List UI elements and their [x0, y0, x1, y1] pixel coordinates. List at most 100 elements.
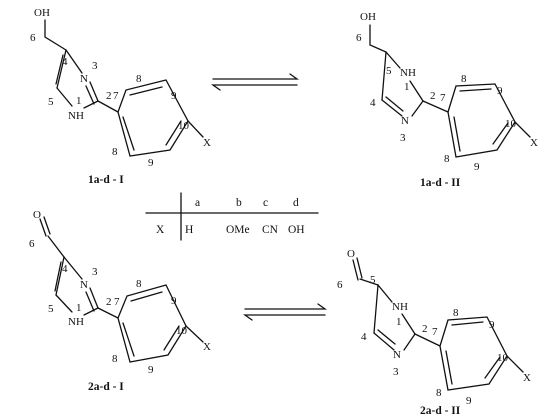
- substituent-label: X: [203, 341, 211, 353]
- bond-n3-c2: [411, 100, 424, 117]
- locant: 2: [430, 90, 436, 102]
- imine-nitrogen-label: N: [401, 115, 409, 127]
- locant: 10: [505, 118, 517, 130]
- phenyl-double-bonds: [445, 321, 501, 385]
- reverse-arrow: [242, 314, 326, 321]
- locant: 8: [136, 73, 142, 85]
- forward-arrow: [244, 303, 328, 310]
- bond-c4-n3: [381, 99, 403, 117]
- locant: 7: [440, 92, 446, 104]
- locant: 2: [106, 90, 112, 102]
- amine-nitrogen-label: NH: [400, 67, 416, 79]
- bond-c4-n3: [65, 49, 83, 74]
- bond-c5-c4: [373, 284, 379, 334]
- bond-c10-x: [506, 355, 524, 373]
- compound-1-tautomer-2: OH NH N X 6 5 1 2 4 3 7 8 9 10 8 9 1a-d …: [356, 11, 538, 189]
- locant: 8: [112, 353, 118, 365]
- table-value-c: CN: [262, 224, 279, 236]
- amine-nitrogen-label: NH: [68, 110, 84, 122]
- bond-n3-c2: [89, 81, 99, 102]
- imine-nitrogen-label: N: [80, 279, 88, 291]
- substituent-label: X: [203, 137, 211, 149]
- locant: 6: [30, 32, 36, 44]
- phenyl-double-bonds: [122, 86, 182, 151]
- table-value-a: H: [185, 224, 193, 236]
- locant: 3: [400, 132, 406, 144]
- hydroxymethyl-bonds: [44, 19, 67, 51]
- locant: 8: [112, 146, 118, 158]
- hydroxyl-label: OH: [360, 11, 376, 23]
- bond-c2-c7: [422, 100, 449, 113]
- bond-n1-c2: [409, 80, 424, 102]
- compound-2-tautomer-1: O N NH X 6 4 3 5 2 1 7 8 9 10 8 9 2a-d -…: [29, 209, 211, 393]
- compound-2-tautomer-2: O NH N X 6 5 1 2 4 3 7 8 9 10 8 9 2a-d -…: [337, 248, 531, 417]
- bond-c6-c4: [47, 235, 65, 258]
- bond-c2-c7: [97, 100, 119, 113]
- locant: 7: [432, 326, 438, 338]
- locant: 10: [178, 120, 190, 132]
- phenyl-ring: [117, 79, 189, 157]
- bond-c4-n3: [63, 256, 83, 280]
- locant: 8: [136, 278, 142, 290]
- substituent-table: a b c d X H OMe CN OH: [145, 192, 319, 241]
- aldehyde-co: [43, 216, 51, 235]
- table-row-label: X: [156, 224, 165, 236]
- locant: 5: [48, 303, 54, 315]
- bond-c4-c5-double: [54, 261, 62, 292]
- locant: 9: [171, 295, 177, 307]
- bond-c4-n3-double: [377, 329, 396, 345]
- bond-c4-c5: [55, 256, 65, 296]
- bond-n3-c2: [403, 333, 416, 351]
- locant: 4: [62, 56, 68, 68]
- phenyl-double-bonds: [453, 88, 509, 152]
- locant: 8: [444, 153, 450, 165]
- substituent-label: X: [530, 137, 538, 149]
- locant: 10: [176, 325, 188, 337]
- locant: 9: [466, 395, 472, 407]
- substituent-label: X: [523, 372, 531, 384]
- bond-c10-x: [514, 121, 531, 138]
- compound-label: 1a-d - II: [420, 177, 461, 189]
- bond-c4-n3: [373, 332, 395, 351]
- aldehyde-co: [356, 257, 363, 279]
- hydroxyl-label: OH: [34, 7, 50, 19]
- hydroxymethyl-bonds: [369, 24, 387, 53]
- bond-c5-n1: [55, 294, 73, 313]
- table-header-d: d: [293, 197, 299, 209]
- locant: 2: [106, 296, 112, 308]
- bond-n3-c2-double: [85, 85, 95, 105]
- locant: 2: [422, 323, 428, 335]
- locant: 6: [356, 32, 362, 44]
- amine-nitrogen-label: NH: [68, 316, 84, 328]
- compound-1-tautomer-1: OH N NH X 6 4 3 5 2 1 7 8 9 10 8 9 1a-d …: [30, 7, 211, 186]
- aldehyde-co-double: [352, 259, 359, 281]
- locant: 1: [404, 81, 410, 93]
- table-value-d: OH: [288, 224, 305, 236]
- equilibrium-arrow-bottom: [242, 303, 328, 321]
- locant: 1: [396, 316, 402, 328]
- compound-label: 1a-d - I: [88, 174, 124, 186]
- bond-n1-c2: [83, 307, 99, 316]
- bond-c5-c4: [381, 51, 387, 101]
- bond-c4-c5-double: [55, 54, 64, 85]
- locant: 6: [337, 279, 343, 291]
- locant: 1: [76, 302, 82, 314]
- table-value-b: OMe: [226, 224, 250, 236]
- bond-c2-c7: [414, 333, 441, 347]
- imine-nitrogen-label: N: [80, 73, 88, 85]
- locant: 4: [361, 331, 367, 343]
- locant: 3: [92, 266, 98, 278]
- bond-c5-n1: [56, 87, 73, 107]
- bond-c2-c7: [97, 307, 119, 319]
- phenyl-double-bonds: [122, 291, 180, 357]
- locant: 5: [370, 274, 376, 286]
- locant: 9: [489, 319, 495, 331]
- forward-arrow: [212, 73, 300, 80]
- locant: 4: [370, 97, 376, 109]
- locant: 9: [474, 161, 480, 173]
- locant: 6: [29, 238, 35, 250]
- bond-c10-x: [187, 120, 204, 138]
- locant: 9: [148, 364, 154, 376]
- locant: 7: [114, 296, 120, 308]
